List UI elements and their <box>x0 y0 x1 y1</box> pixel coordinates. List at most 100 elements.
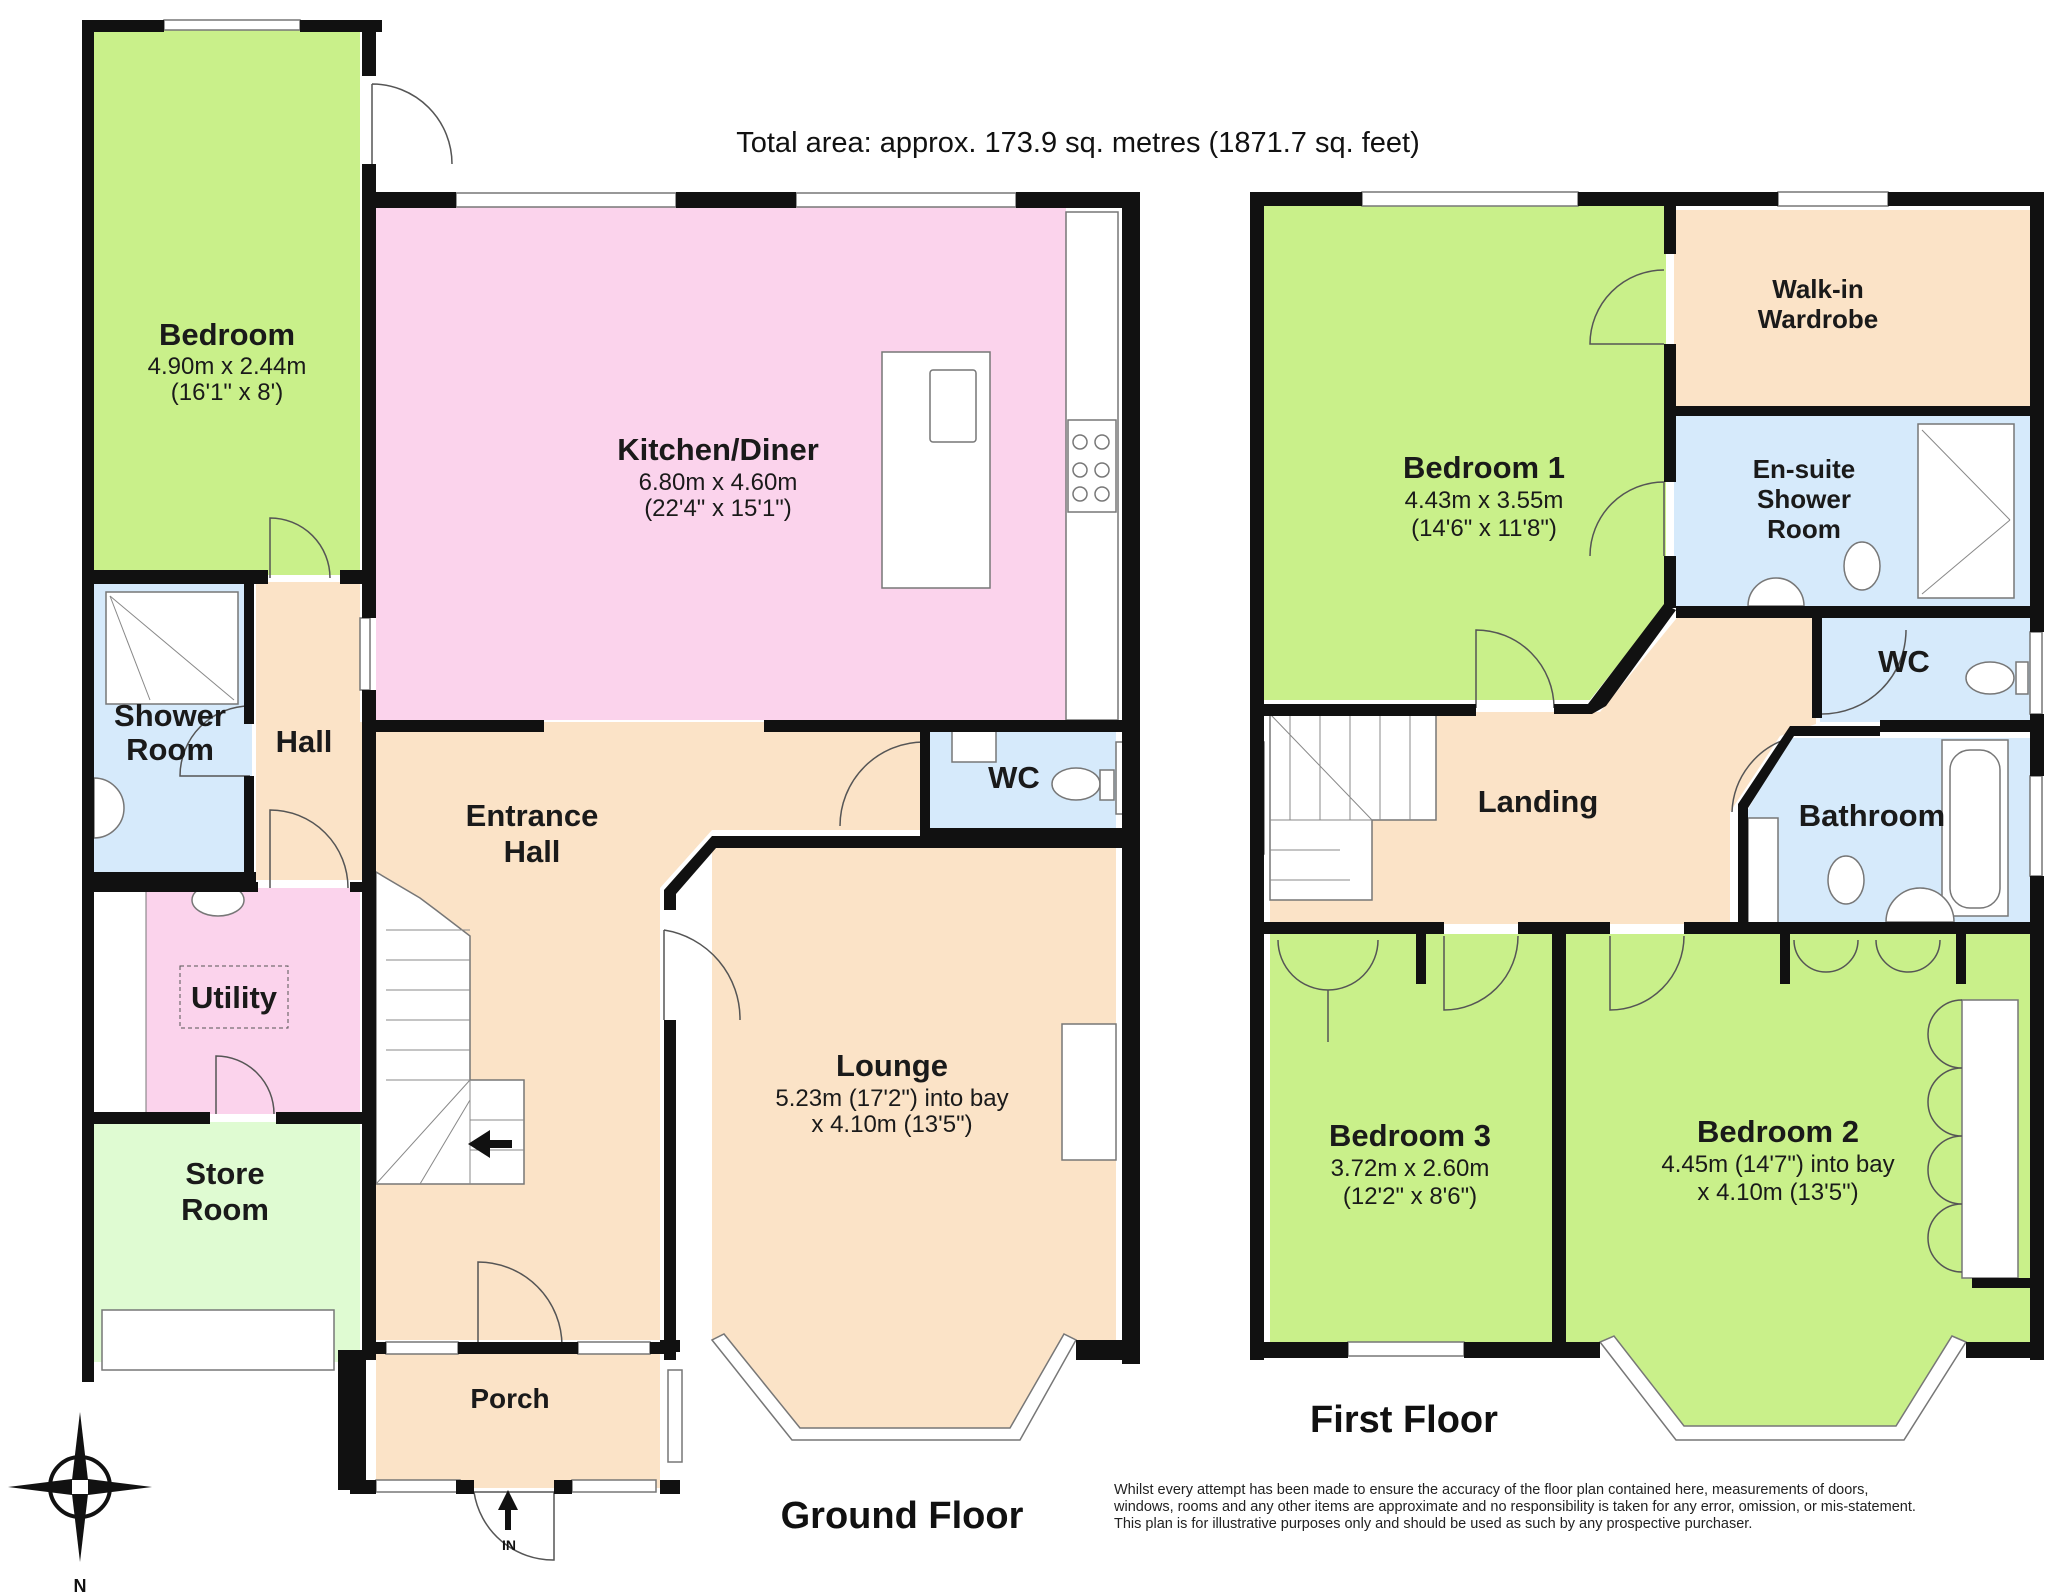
ff-bedroom2-door <box>1609 935 1685 1011</box>
kitchen-hob <box>1067 419 1117 513</box>
bedroom2-wardrobe <box>1961 999 2019 1279</box>
porch-name: Porch <box>470 1383 549 1414</box>
utility-label-box <box>179 965 289 1029</box>
ff-ensuite-door <box>1589 481 1665 557</box>
gf-hall-window <box>359 617 371 691</box>
lounge-name: Lounge <box>836 1048 948 1083</box>
kitchen-dim2: (22'4" x 15'1") <box>644 495 792 522</box>
ff-walkin-fill <box>1674 210 2030 406</box>
entrance-hall-name-2: Hall <box>504 834 561 869</box>
bedroom3-dim2: (12'2" x 8'6") <box>1343 1183 1477 1210</box>
store-room-name-2: Room <box>181 1192 269 1227</box>
ensuite-name-1: En-suite <box>1753 454 1856 484</box>
ff-bedroom3-window <box>1347 1341 1465 1357</box>
bathroom-basin <box>1885 887 1955 923</box>
disclaimer-line-2: windows, rooms and any other items are a… <box>1114 1499 1916 1515</box>
ff-bedroom3-door <box>1443 935 1519 1011</box>
ff-bedroom1-window <box>1361 191 1579 207</box>
porch-top-window-l <box>385 1341 459 1355</box>
kitchen-window-2 <box>795 192 1017 208</box>
ff-walls <box>1250 192 2044 1360</box>
ff-bedroom2-wardrobe-doors <box>1793 939 1941 973</box>
ff-bedroom2-fill <box>1566 934 2030 1440</box>
ff-bedroom2-robe-side-doors <box>1927 999 1963 1273</box>
ff-wc-cistern <box>2015 661 2029 695</box>
entrance-hall-name-1: Entrance <box>466 798 599 833</box>
ff-walkin-window <box>1777 191 1889 207</box>
stairs-direction-arrow-icon <box>468 1130 512 1158</box>
gf-porch-door <box>477 1261 563 1347</box>
entry-arrow-icon <box>498 1490 518 1530</box>
ff-bathroom-window <box>2029 775 2043 877</box>
ff-bedroom1-fill <box>1262 204 1666 700</box>
gf-utility-door <box>269 809 349 889</box>
porch-top-window-r <box>577 1341 651 1355</box>
ff-wc-toilet <box>1965 661 2015 695</box>
gf-wc-cistern <box>1099 769 1115 801</box>
landing-name: Landing <box>1478 784 1599 819</box>
store-room-unit <box>101 1309 335 1371</box>
gf-lounge-fill <box>712 846 1116 1440</box>
porch-bottom-window-l <box>375 1479 461 1493</box>
compass-icon <box>8 1412 152 1562</box>
walkin-name-1: Walk-in <box>1772 274 1863 304</box>
bedroom3-dim1: 3.72m x 2.60m <box>1331 1155 1490 1182</box>
gf-wc-basin <box>951 729 997 763</box>
ensuite-basin <box>1747 577 1805 607</box>
ground-floor-label: Ground Floor <box>781 1495 1024 1537</box>
ensuite-toilet <box>1843 541 1881 591</box>
entry-marker: IN <box>502 1537 516 1553</box>
kitchen-name: Kitchen/Diner <box>617 432 819 467</box>
ff-bedroom2-bay-window <box>1598 1335 1968 1441</box>
gf-bedroom-window <box>163 19 301 31</box>
bathroom-cupboard <box>1747 817 1779 925</box>
kitchen-dim1: 6.80m x 4.60m <box>639 469 798 496</box>
gf-utility-inner-door <box>215 1055 275 1115</box>
porch-bottom-window-r <box>571 1479 657 1493</box>
disclaimer-line-3: This plan is for illustrative purposes o… <box>1114 1516 1753 1532</box>
ground-floor: IN <box>82 19 1140 1561</box>
lounge-bay-window <box>710 1333 1078 1441</box>
total-area: Total area: approx. 173.9 sq. metres (18… <box>736 127 1420 159</box>
bathroom-name: Bathroom <box>1799 798 1945 833</box>
gf-bedroom-dim2: (16'1" x 8') <box>171 379 283 406</box>
utility-side-strip <box>91 887 147 1115</box>
gf-bedroom-garden-door <box>371 83 453 165</box>
ff-bathroom-door <box>1731 737 1791 813</box>
bedroom1-dim1: 4.43m x 3.55m <box>1405 487 1564 514</box>
ff-bedroom1-door <box>1475 629 1555 709</box>
lounge-dim2: x 4.10m (13'5") <box>811 1111 972 1138</box>
ensuite-name-2: Shower <box>1757 484 1851 514</box>
bedroom3-name: Bedroom 3 <box>1329 1118 1491 1153</box>
gf-bedroom-dim1: 4.90m x 2.44m <box>148 353 307 380</box>
gf-shower-tray <box>105 591 239 705</box>
kitchen-window-1 <box>455 192 677 208</box>
gf-shower-door <box>179 705 251 777</box>
store-room-name-1: Store <box>185 1156 264 1191</box>
disclaimer: Whilst every attempt has been made to en… <box>1114 1482 2014 1533</box>
utility-name: Utility <box>191 980 278 1015</box>
gf-shower-name-2: Room <box>126 732 214 767</box>
bedroom2-name: Bedroom 2 <box>1697 1114 1859 1149</box>
gf-wc-door <box>839 741 925 827</box>
gf-utility-fill <box>146 888 360 1114</box>
gf-bedroom-door <box>269 517 331 579</box>
disclaimer-line-1: Whilst every attempt has been made to en… <box>1114 1482 1869 1498</box>
porch-window-r <box>667 1369 683 1463</box>
ff-wc-name: WC <box>1878 644 1930 679</box>
ff-wc-window <box>2029 631 2043 715</box>
bedroom2-dim1: 4.45m (14'7") into bay <box>1661 1151 1894 1178</box>
gf-staircase <box>375 870 525 1185</box>
bathroom-toilet <box>1827 855 1865 905</box>
gf-porch-fill <box>376 1350 660 1488</box>
ff-walkin-door <box>1589 269 1665 345</box>
gf-lounge-door <box>663 929 741 1021</box>
bedroom1-dim2: (14'6" x 11'8") <box>1411 515 1557 542</box>
compass-north-label: N <box>74 1576 87 1593</box>
gf-wc-toilet <box>1051 767 1101 801</box>
ensuite-name-3: Room <box>1767 514 1841 544</box>
bathroom-bath <box>1941 739 2009 917</box>
gf-bedroom-fill <box>92 30 360 575</box>
first-floor-label: First Floor <box>1310 1399 1498 1441</box>
bedroom1-name: Bedroom 1 <box>1403 450 1565 485</box>
